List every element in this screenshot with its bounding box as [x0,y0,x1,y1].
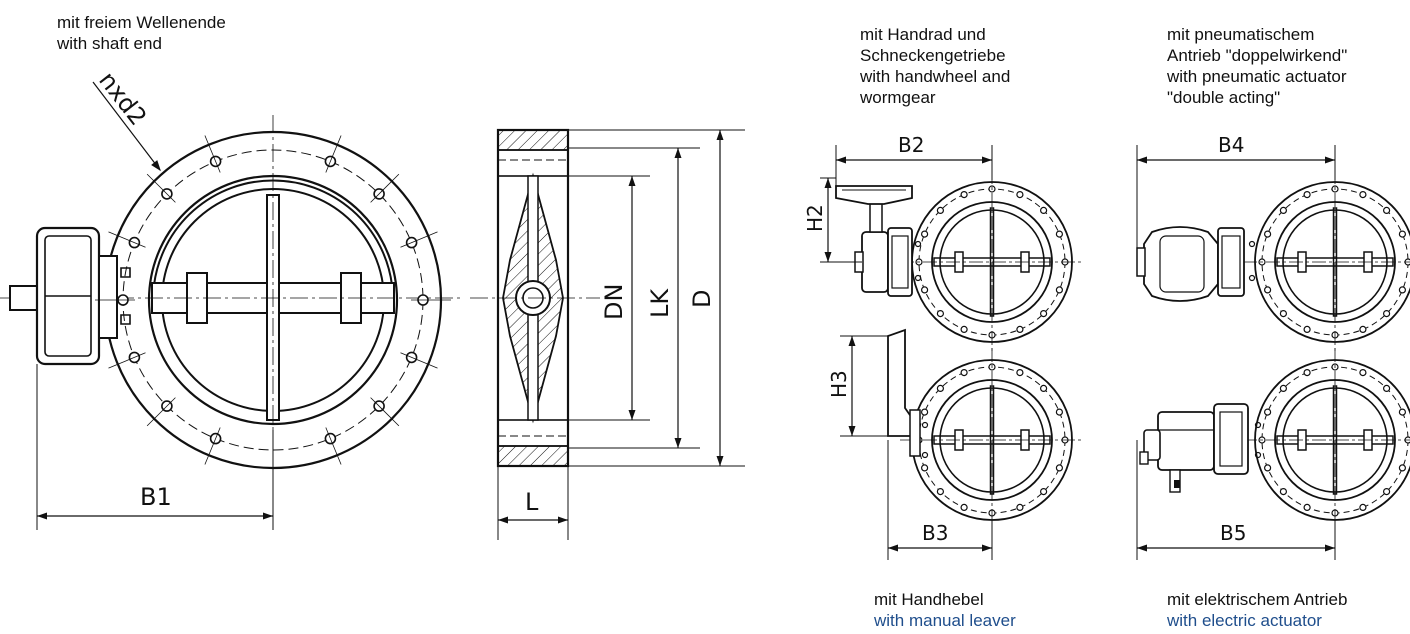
bolt-axis-tick [146,397,176,427]
caption-handwheel: mit Handrad und Schneckengetriebe with h… [860,24,1010,108]
caption-handwheel-en1: with handwheel and [860,67,1011,86]
caption-shaft-end-en: with shaft end [57,34,162,53]
dim-b5-label: B5 [1220,521,1246,545]
bolt-holes [95,135,451,465]
dim-b2-label: B2 [898,133,924,157]
bolt-axis-tick [400,352,438,369]
bolt-axis-tick [108,231,146,248]
caption-handwheel-de1: mit Handrad und [860,25,986,44]
caption-pneumatic-de1: mit pneumatischem [1167,25,1315,44]
front-view [0,115,460,530]
dim-b3-label: B3 [922,521,948,545]
bolt-axis-tick [370,397,400,427]
caption-electric: mit elektrischem Antrieb with electric a… [1167,589,1347,631]
caption-manual-lever: mit Handhebel with manual leaver [874,589,1016,631]
view-manual-lever [840,328,1085,560]
side-section [470,128,745,540]
bolt-axis-tick [204,135,221,173]
dim-dn-label: DN [600,284,628,320]
bolt-axis-tick [108,352,146,369]
dim-d-label: D [688,290,716,308]
dim-nxd2-label: nxd2 [93,66,152,130]
caption-electric-de: mit elektrischem Antrieb [1167,590,1348,609]
dim-l-label: L [525,488,539,516]
view-electric [1136,347,1410,560]
caption-handwheel-de2: Schneckengetriebe [860,46,1006,65]
caption-pneumatic: mit pneumatischem Antrieb "doppelwirkend… [1167,24,1347,108]
caption-handwheel-en2: wormgear [860,88,936,107]
bolt-axis-tick [400,231,438,248]
caption-pneumatic-en1: with pneumatic actuator [1167,67,1347,86]
dim-lk-label: LK [646,288,674,318]
dim-b1-label: B1 [140,483,172,511]
bolt-axis-tick [370,173,400,203]
bolt-axis-tick [325,135,342,173]
bolt-axis-tick [146,173,176,203]
view-handwheel [820,145,1085,355]
dim-b4-label: B4 [1218,133,1244,157]
bolt-axis-tick [204,427,221,465]
caption-pneumatic-en2: "double acting" [1167,88,1281,107]
caption-manual-lever-en: with manual leaver [874,611,1016,630]
dim-h2-label: H2 [803,204,827,232]
caption-pneumatic-de2: Antrieb "doppelwirkend" [1167,46,1348,65]
caption-shaft-end-de: mit freiem Wellenende [57,13,226,32]
caption-manual-lever-de: mit Handhebel [874,590,984,609]
caption-shaft-end: mit freiem Wellenende with shaft end [57,12,226,54]
dim-h3-label: H3 [827,370,851,398]
view-pneumatic [1136,145,1410,355]
bolt-axis-tick [325,427,342,465]
caption-electric-en: with electric actuator [1167,611,1322,630]
nxd2-leader [92,81,161,172]
